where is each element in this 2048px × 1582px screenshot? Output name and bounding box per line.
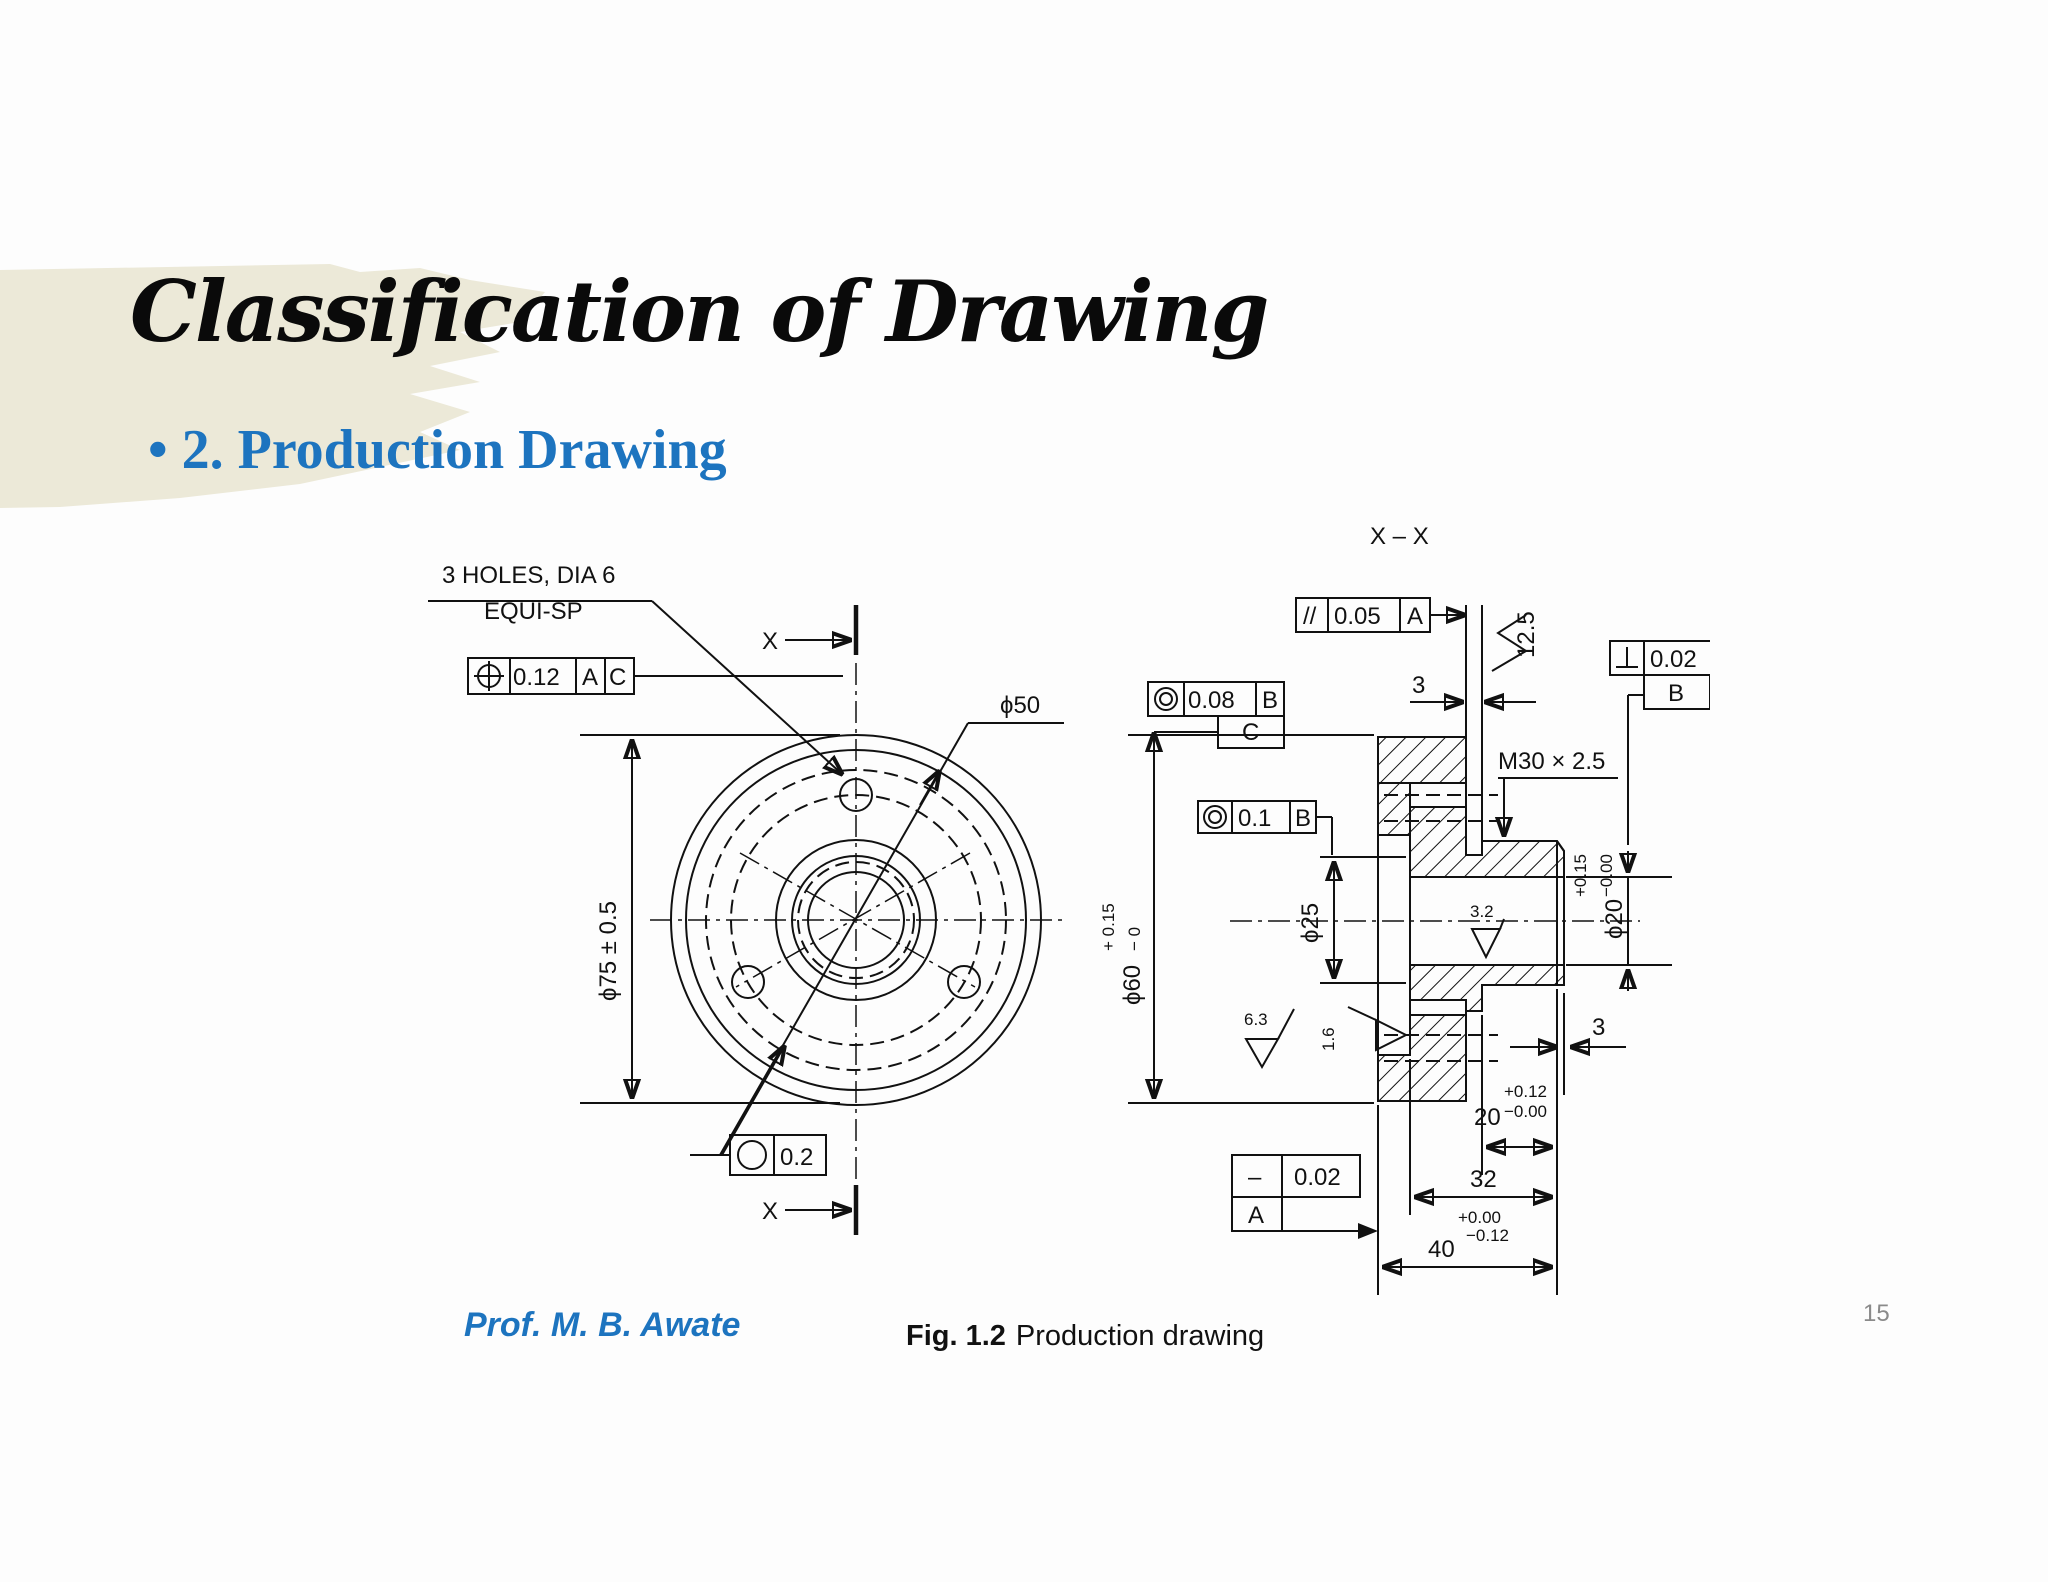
author-name: Prof. M. B. Awate (464, 1306, 741, 1344)
dia20-tol-upper: +0.15 (1571, 854, 1590, 897)
conc2-tol-datum: B (1295, 805, 1311, 832)
straight-datum-box: A (1248, 1202, 1264, 1229)
pcd-dimension: ϕ50 (1000, 692, 1040, 719)
section-label: X – X (1370, 523, 1429, 550)
bullet-item: •2. Production Drawing (148, 418, 727, 482)
hub-section-hatch-bottom (1409, 964, 1565, 1012)
conc1-tol-value: 0.08 (1188, 687, 1235, 714)
straight-tol-symbol: – (1248, 1164, 1262, 1191)
slide-title: Classification of Drawing (130, 262, 1269, 361)
section-outline (1377, 736, 1565, 1102)
conc1-datum-box: C (1242, 719, 1259, 746)
brush-stroke-decoration (0, 264, 545, 508)
outer-flange-circle (670, 734, 1042, 1106)
position-tol-datum-c: C (609, 664, 626, 691)
hub-circle-mid (791, 855, 921, 985)
hub-circle-outer (775, 839, 937, 1001)
concentricity-tolerance-frame-2: 0.1 B (1197, 800, 1333, 855)
len32-dim: 32 (1470, 1166, 1497, 1193)
dia60-tol-lower: − 0 (1125, 927, 1144, 951)
len20-tol-lower: −0.00 (1504, 1102, 1547, 1121)
outer-diameter-dimension: ϕ75 ± 0.5 (595, 901, 622, 1001)
figure-number: Fig. 1.2 (906, 1320, 1006, 1352)
roughness-63-icon (1244, 1038, 1280, 1070)
conc2-tol-value: 0.1 (1238, 805, 1271, 832)
front-view: 3 HOLES, DIA 6 EQUI-SP 0.12 A C (428, 562, 1065, 1235)
holes-note-line1: 3 HOLES, DIA 6 (442, 562, 615, 589)
roughness-16-icon (1375, 1018, 1409, 1052)
holes-note-line2: EQUI-SP (484, 598, 583, 625)
circularity-tol-value: 0.2 (780, 1144, 813, 1171)
perp-datum-box: B (1668, 680, 1684, 707)
dia60-dim: ϕ60 (1119, 965, 1146, 1005)
dim-3-top: 3 (1412, 672, 1425, 699)
circularity-tolerance-frame: 0.2 (690, 1134, 827, 1176)
thread-spec: M30 × 2.5 (1498, 748, 1605, 775)
parallel-tol-value: 0.05 (1334, 603, 1381, 630)
position-tol-datum-a: A (582, 664, 598, 691)
section-cut-top: X (762, 605, 859, 655)
straight-tol-value: 0.02 (1294, 1164, 1341, 1191)
roughness-symbol-icon (1496, 614, 1527, 652)
conc1-tol-datum: B (1262, 687, 1278, 714)
bullet-marker: • (148, 419, 168, 481)
roughness-bore-icon (1470, 928, 1502, 960)
section-mark-top: X (762, 628, 778, 655)
thread-hidden-circle (797, 861, 915, 979)
pitch-circle-hidden (705, 769, 1007, 1071)
section-mark-bottom: X (762, 1198, 778, 1225)
bullet-text: 2. Production Drawing (181, 419, 727, 481)
dia20-tol-lower: −0.00 (1597, 854, 1616, 897)
perp-tol-value: 0.02 (1650, 646, 1697, 673)
bolt-hole-right (947, 965, 981, 999)
page-number: 15 (1863, 1300, 1890, 1327)
position-tolerance-frame: 0.12 A C (467, 657, 843, 695)
position-tol-value: 0.12 (513, 664, 560, 691)
dia25-dim: ϕ25 (1297, 903, 1324, 943)
len40-dim: 40 (1428, 1236, 1455, 1263)
len40-tol-lower: −0.12 (1466, 1226, 1509, 1245)
concentricity-tolerance-frame-1: 0.08 B C (1147, 681, 1285, 749)
bolt-hole-left (731, 965, 765, 999)
parallelism-tolerance-frame: // 0.05 A (1295, 597, 1466, 633)
dia20-dim: ϕ20 (1601, 899, 1628, 939)
circularity-symbol-icon (737, 1140, 767, 1170)
parallel-symbol-icon: // (1303, 603, 1317, 630)
dim-3-right: 3 (1592, 1014, 1605, 1041)
dia60-tol-upper: + 0.15 (1099, 903, 1118, 951)
bolt-hole-top (839, 778, 873, 812)
roughness-bore-value: 3.2 (1470, 902, 1494, 921)
parallel-tol-datum: A (1407, 603, 1423, 630)
roughness-face-value: 12.5 (1513, 611, 1540, 658)
straightness-tolerance-frame: – 0.02 A (1231, 1154, 1378, 1239)
len40-tol-upper: +0.00 (1458, 1208, 1501, 1227)
bore-circle (807, 871, 905, 969)
figure-caption-text: Production drawing (1015, 1320, 1265, 1352)
len20-tol-upper: +0.12 (1504, 1082, 1547, 1101)
section-cut-bottom: X (762, 1185, 859, 1235)
figure-caption: Fig. 1.2 Production drawing (906, 1320, 1264, 1353)
perpendicularity-tolerance-frame: 0.02 A B (1609, 640, 1710, 845)
len20-dim: 20 (1474, 1104, 1501, 1131)
hub-hidden-circle (730, 794, 982, 1046)
section-view: X – X // 0.05 (1099, 523, 1710, 1295)
roughness-16-value: 1.6 (1319, 1027, 1338, 1051)
outer-flange-inner-circle (685, 749, 1027, 1091)
roughness-63-value: 6.3 (1244, 1010, 1268, 1029)
production-drawing: 3 HOLES, DIA 6 EQUI-SP 0.12 A C (428, 523, 1710, 1295)
